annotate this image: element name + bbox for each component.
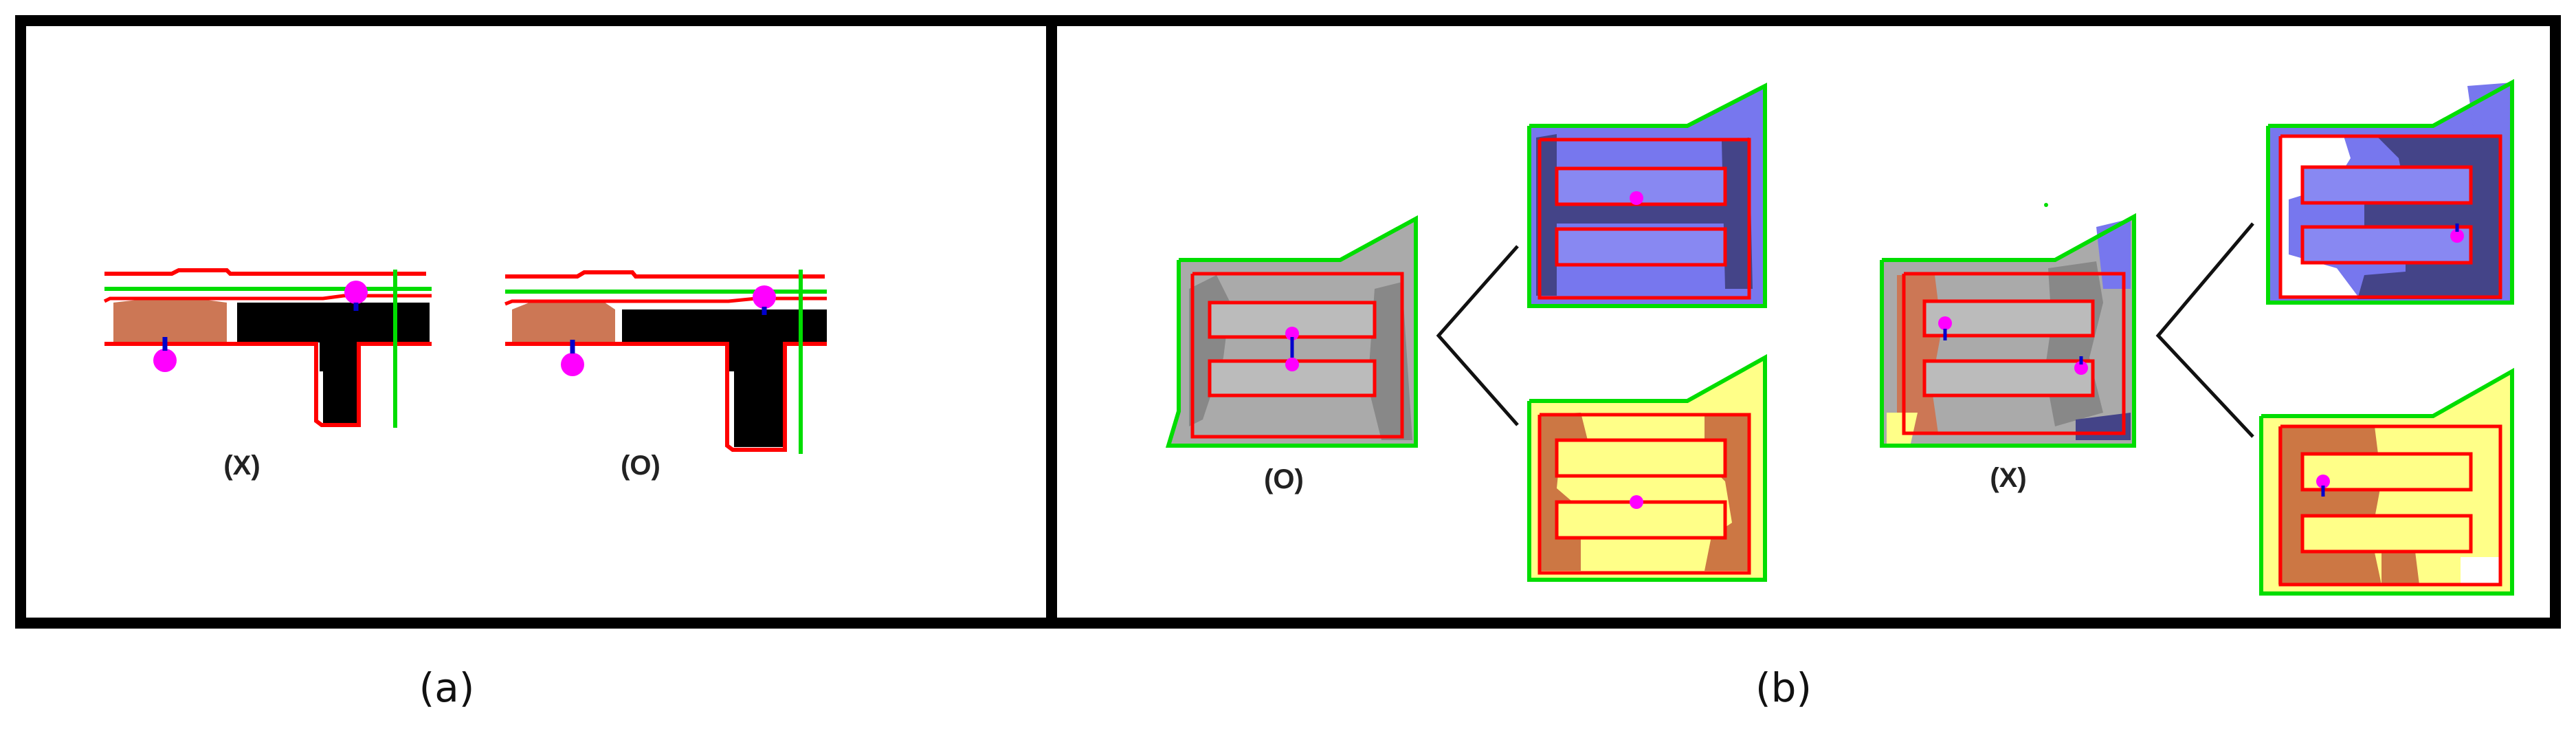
panel-a-right-label: (O) [621, 450, 660, 481]
panel-b-frame [1046, 15, 2561, 629]
panel-b-x-top-result [2266, 78, 2514, 305]
panel-b-left-label: (O) [1264, 464, 1304, 494]
panel-a-right-drawing [504, 270, 827, 454]
panel-a-left-drawing [103, 268, 432, 428]
panel-b-caption: (b) [1755, 664, 1812, 711]
panel-b-o-top-result [1527, 83, 1767, 308]
panel-b-o-shape [1165, 215, 1418, 448]
panel-b-right-branch [2155, 222, 2254, 438]
panel-b-left-branch [1436, 245, 1519, 426]
panel-b-o-bottom-result [1527, 353, 1767, 582]
panel-b-right-label: (X) [1990, 463, 2026, 493]
panel-b-x-shape [1880, 203, 2136, 448]
panel-a-left-label: (X) [223, 450, 260, 481]
panel-a-caption: (a) [419, 664, 475, 711]
panel-b-x-bottom-result [2259, 367, 2514, 596]
